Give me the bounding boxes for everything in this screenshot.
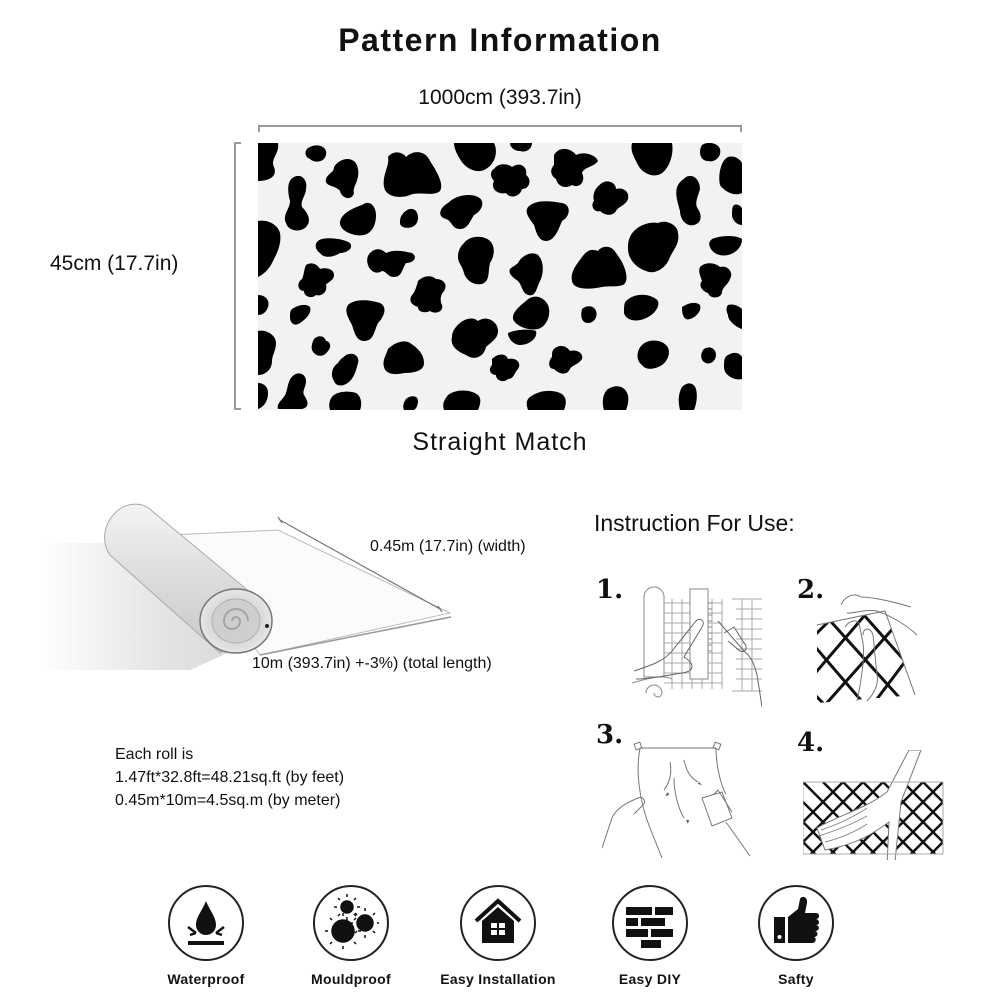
feature-easy-diy: Easy DIY (585, 885, 715, 987)
step-number: 2. (797, 575, 825, 605)
feature-label: Easy DIY (618, 971, 682, 987)
instruction-step-4: 4. (795, 720, 955, 860)
coverage-line: 0.45m*10m=4.5sq.m (by meter) (115, 792, 341, 809)
feature-waterproof: Waterproof (141, 885, 271, 987)
coverage-info: Each roll is 1.47ft*32.8ft=48.21sq.ft (b… (115, 743, 344, 812)
instruction-step-3: 3. (594, 720, 764, 860)
step-number: 3. (596, 720, 624, 750)
step-number: 4. (797, 728, 825, 758)
pattern-width-label: 1000cm (393.7in) (418, 86, 582, 109)
feature-mouldproof: Mouldproof (286, 885, 416, 987)
brick-wall-icon (612, 885, 688, 961)
pattern-height-label: 45cm (17.7in) (50, 252, 179, 275)
feature-safety: Safty (731, 885, 861, 987)
water-drop-icon (168, 885, 244, 961)
feature-label: Waterproof (167, 971, 245, 987)
coverage-line: Each roll is (115, 746, 194, 763)
cow-print-pattern (258, 143, 742, 410)
instruction-step-2: 2. (795, 575, 955, 710)
press-onto-wall-illustration (803, 750, 944, 860)
instruction-step-1: 1. (594, 575, 764, 710)
feature-label: Easy Installation (440, 971, 556, 987)
peel-backing-illustration (816, 594, 918, 703)
roll-width-label: 0.45m (17.7in) (width) (370, 538, 526, 555)
thumbs-up-icon (758, 885, 834, 961)
page-title: Pattern Information (338, 22, 662, 58)
roll-length-label: 10m (393.7in) +-3%) (total length) (252, 655, 492, 672)
match-type-label: Straight Match (412, 428, 588, 456)
measure-and-cut-illustration (632, 586, 762, 708)
mould-icon (313, 885, 389, 961)
width-dimension-bracket (258, 125, 742, 132)
height-dimension-bracket (234, 142, 241, 410)
coverage-line: 1.47ft*32.8ft=48.21sq.ft (by feet) (115, 769, 345, 786)
instructions-title: Instruction For Use: (594, 510, 795, 536)
roll-illustration (40, 495, 590, 695)
feature-label: Safty (778, 971, 814, 987)
pattern-preview (258, 143, 742, 410)
house-icon (460, 885, 536, 961)
feature-easy-installation: Easy Installation (433, 885, 563, 987)
step-number: 1. (596, 575, 624, 605)
feature-label: Mouldproof (311, 971, 391, 987)
apply-and-smooth-illustration (602, 741, 751, 859)
